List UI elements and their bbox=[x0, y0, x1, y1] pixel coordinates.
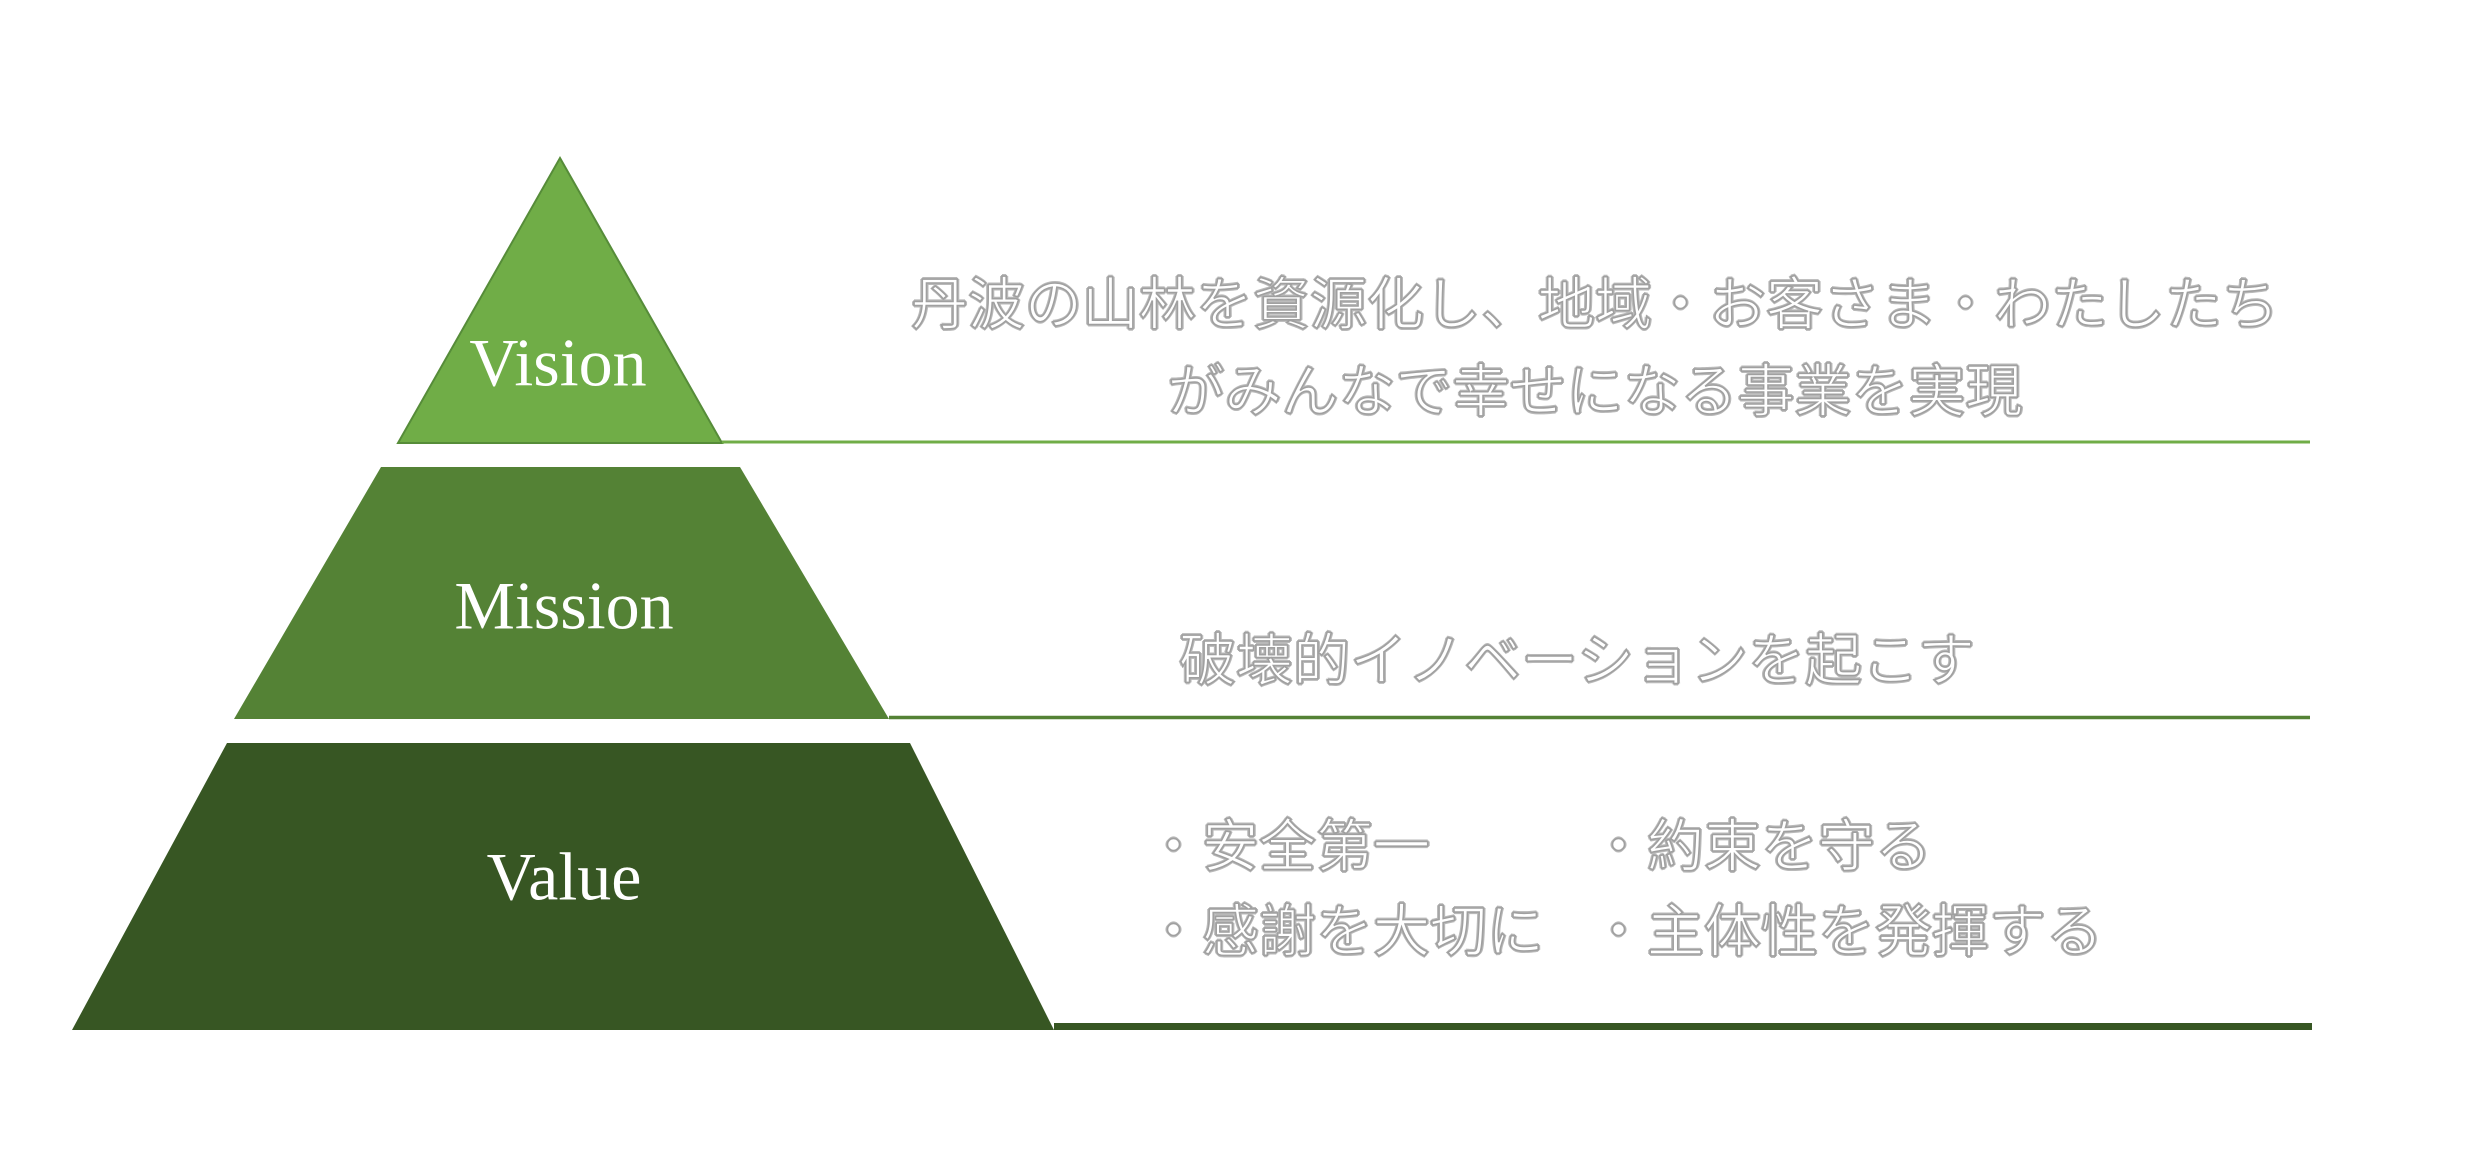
value-label: Value bbox=[486, 838, 642, 915]
value-item-safety: ・安全第一 bbox=[1144, 815, 1431, 880]
mission-label: Mission bbox=[454, 567, 674, 644]
mission-trapezoid bbox=[234, 467, 889, 719]
value-item-initiative: ・主体性を発揮する bbox=[1589, 900, 2104, 965]
value-item-gratitude: ・感謝を大切に bbox=[1144, 900, 1545, 965]
vision-description: 丹波の山林を資源化し、地域・お客さま・わたしたち がみんなで幸せになる事業を実現 bbox=[745, 262, 2445, 436]
vision-description-line-1: 丹波の山林を資源化し、地域・お客さま・わたしたち bbox=[910, 273, 2280, 338]
value-item-promises: ・約束を守る bbox=[1589, 815, 1933, 880]
value-items: ・安全第一 ・約束を守る ・感謝を大切に ・主体性を発揮する bbox=[1144, 805, 2104, 975]
vision-label: Vision bbox=[469, 324, 647, 401]
mission-description: 破壊的イノベーションを起こす bbox=[1178, 629, 1975, 694]
vision-description-line-2: がみんなで幸せになる事業を実現 bbox=[1167, 360, 2024, 425]
value-trapezoid bbox=[72, 743, 1054, 1030]
vision-triangle bbox=[396, 155, 724, 444]
